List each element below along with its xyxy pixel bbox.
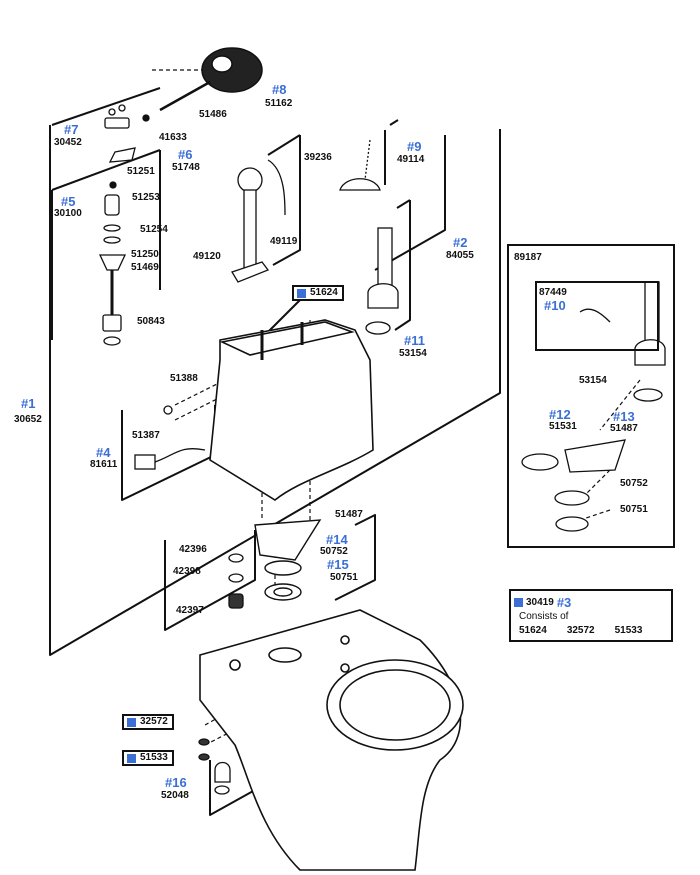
part-number-2: 84055: [446, 250, 474, 261]
kit-item: 32572: [566, 625, 595, 636]
part-51253: 51253: [132, 192, 160, 203]
flapper-kit-inset: [535, 281, 659, 351]
ref-label-5: #5: [61, 194, 76, 209]
part-42396: 42396: [179, 544, 207, 555]
part-number-1: 30652: [14, 414, 42, 425]
kit-part-53154: 53154: [579, 375, 607, 386]
part-51388: 51388: [170, 373, 198, 384]
part-number-8: 51162: [265, 98, 293, 109]
part-41633: 41633: [159, 132, 187, 143]
ref-label-16: #16: [165, 775, 187, 790]
ref-label-7: #7: [64, 122, 79, 137]
part-51487: 51487: [335, 509, 363, 520]
kit-items: 51624 32572 51533: [519, 625, 642, 636]
bracket-assembly-2: [374, 135, 446, 271]
part-49120: 49120: [193, 251, 221, 262]
ref-label-2: #2: [453, 235, 468, 250]
flush-valve-kit-box: [507, 244, 675, 548]
part-number-14: 50752: [320, 546, 348, 557]
float-canister: [159, 47, 263, 112]
kit-item: 51533: [614, 625, 643, 636]
tag-tank-bolts-text: 51624: [310, 287, 338, 298]
part-number-6: 51748: [172, 162, 200, 173]
bracket-11: [394, 199, 411, 331]
leader-51624: [267, 299, 301, 333]
tag-washer-text: 32572: [140, 716, 168, 727]
bowl-fasteners: [198, 738, 231, 795]
kit-part-50752: 50752: [620, 478, 648, 489]
part-50843: 50843: [137, 316, 165, 327]
kit-marker-icon: [297, 288, 306, 298]
part-number-9: 49114: [397, 154, 425, 165]
kit-consists-label: Consists of: [519, 611, 569, 622]
ref-label-13: #13: [613, 409, 635, 424]
kit-part-number: 30419: [526, 597, 554, 608]
ref-label-12: #12: [549, 407, 571, 422]
bolt-washers: [228, 553, 244, 609]
tank-body: [209, 319, 374, 501]
part-49119: 49119: [270, 236, 298, 247]
bracket-4: [121, 405, 216, 501]
ref-label-1: #1: [21, 396, 36, 411]
bracket-9: [384, 119, 399, 185]
tag-tank-bolts: 51624: [292, 285, 344, 301]
part-number-16: 52048: [161, 790, 189, 801]
part-number-15: 50751: [330, 572, 358, 583]
ref-label-14: #14: [326, 532, 348, 547]
kit-contents-box: 30419 #3 Consists of 51624 32572 51533: [509, 589, 673, 642]
part-39236: 39236: [304, 152, 332, 163]
kit-parts: [521, 281, 666, 532]
part-51486: 51486: [199, 109, 227, 120]
ref-label-8: #8: [272, 82, 287, 97]
part-number-4: 81611: [90, 459, 118, 470]
kit-header: 30419 #3: [514, 595, 571, 610]
dash-kit-flush: [599, 379, 641, 431]
kit-marker-icon: [127, 753, 136, 763]
part-51469: 51469: [131, 262, 159, 273]
part-number-13: 51487: [610, 423, 638, 434]
kit-part-50751: 50751: [620, 504, 648, 515]
part-number-7: 30452: [54, 137, 82, 148]
part-51254: 51254: [140, 224, 168, 235]
part-51250: 51250: [131, 249, 159, 260]
part-number-5: 30100: [54, 208, 82, 219]
switch-part: [134, 405, 206, 470]
bracket-5: [51, 150, 161, 340]
part-number-10: 87449: [539, 287, 567, 298]
ref-label-4: #4: [96, 445, 111, 460]
part-number-11: 53154: [399, 348, 427, 359]
overflow-pipe: [231, 159, 286, 283]
flush-valve: [365, 227, 399, 335]
part-51251: 51251: [127, 166, 155, 177]
part-42398: 42398: [173, 566, 201, 577]
part-42397: 42397: [176, 605, 204, 616]
kit-marker-icon: [127, 717, 136, 727]
handle-lever-assembly: [104, 104, 150, 163]
ref-label-10: #10: [544, 298, 566, 313]
part-51387: 51387: [132, 430, 160, 441]
toilet-bowl: [199, 609, 464, 871]
tag-washer: 32572: [122, 714, 174, 730]
flapper: [339, 139, 381, 191]
part-number-12: 51531: [549, 421, 577, 432]
tag-nut: 51533: [122, 750, 174, 766]
bracket-6: [267, 134, 301, 266]
ref-label-9: #9: [407, 139, 422, 154]
tank-gaskets: [254, 519, 322, 601]
bracket-lower: [164, 530, 256, 631]
kit-box-part-number: 89187: [514, 252, 542, 263]
tag-nut-text: 51533: [140, 752, 168, 763]
fill-valve-stem: [98, 181, 127, 346]
ref-label-11: #11: [404, 333, 425, 348]
kit-ref-label: #3: [556, 595, 572, 610]
ref-label-15: #15: [327, 557, 349, 572]
ref-label-6: #6: [178, 147, 193, 162]
kit-item: 51624: [519, 625, 547, 636]
kit-marker-icon: [514, 598, 523, 607]
bracket-14-15: [334, 514, 376, 601]
bracket-7: [51, 87, 161, 191]
